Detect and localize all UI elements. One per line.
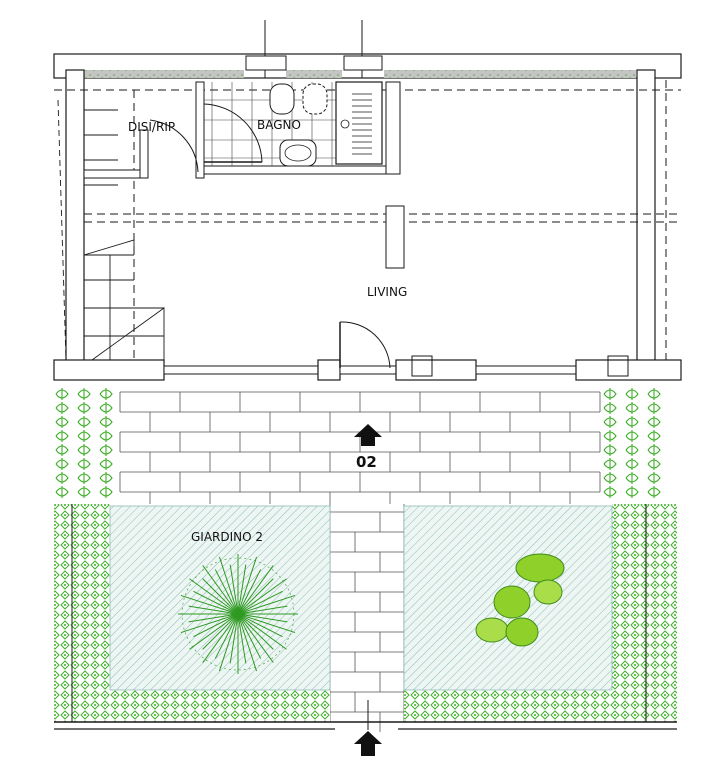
room-label-disimpegno: DISI/RIP bbox=[128, 120, 175, 134]
hedge-bottom-left bbox=[54, 690, 330, 722]
top-wall-fill-mid bbox=[286, 70, 342, 78]
disimpegno-door-swing bbox=[149, 119, 199, 173]
top-wall-fill-left bbox=[84, 70, 244, 78]
disimpegno-wall bbox=[83, 81, 205, 179]
top-window bbox=[245, 55, 287, 71]
shrub-icon bbox=[475, 553, 565, 647]
shower-grid bbox=[352, 93, 372, 155]
bathroom bbox=[149, 81, 401, 175]
bottom-wall bbox=[53, 355, 682, 381]
living-column bbox=[385, 205, 405, 269]
bathroom-door-swing bbox=[203, 103, 263, 163]
brick-paving bbox=[119, 381, 601, 505]
entrance-door-swing bbox=[339, 321, 391, 369]
tree-icon bbox=[178, 554, 298, 674]
top-window bbox=[343, 55, 383, 71]
top-wall-fill-right bbox=[384, 70, 636, 78]
shower-tray-icon bbox=[335, 81, 383, 165]
interior: DISI/RIP BAGNO LIVING bbox=[53, 20, 682, 381]
toilet-icon bbox=[302, 83, 328, 115]
sink-icon bbox=[279, 139, 317, 167]
lawn-left bbox=[109, 505, 331, 691]
garden: GIARDINO 2 bbox=[54, 381, 677, 732]
hedge-right bbox=[612, 504, 677, 722]
entrance-arrow-icon bbox=[354, 731, 382, 756]
room-label-bagno: BAGNO bbox=[257, 118, 301, 132]
bathroom-wall bbox=[203, 165, 401, 175]
bathroom-wall bbox=[385, 81, 401, 175]
bidet-icon bbox=[269, 83, 295, 115]
right-wall bbox=[636, 69, 656, 367]
left-planting bbox=[55, 388, 113, 498]
left-wall bbox=[65, 69, 85, 367]
path-paving bbox=[329, 504, 405, 732]
room-label-giardino: GIARDINO 2 bbox=[191, 530, 263, 544]
room-label-living: LIVING bbox=[367, 285, 407, 299]
right-planting bbox=[603, 388, 661, 498]
entrance-arrow-icon bbox=[354, 424, 382, 446]
entrance-number: 02 bbox=[356, 453, 377, 471]
hedge-left bbox=[54, 504, 110, 722]
staircase bbox=[57, 99, 165, 366]
